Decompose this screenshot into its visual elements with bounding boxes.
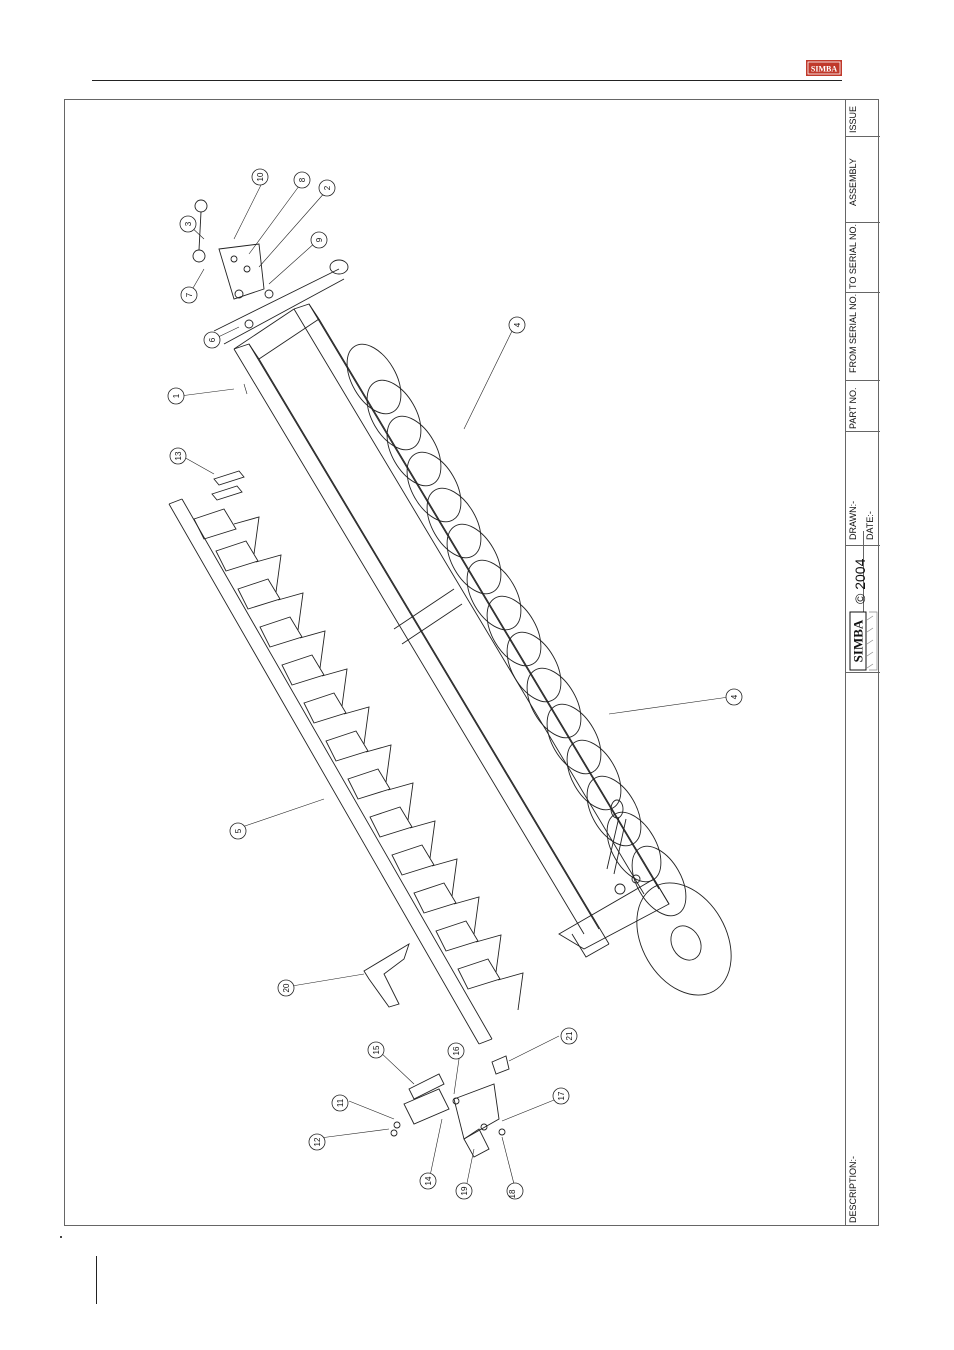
clamp-sub-assembly <box>391 1074 505 1157</box>
svg-text:4: 4 <box>513 322 522 327</box>
callout-3: 3 <box>180 216 196 232</box>
tb-divider <box>846 136 880 137</box>
callout-15: 15 <box>368 1042 384 1058</box>
callout-18: 18 <box>507 1183 523 1199</box>
drawn-label: DRAWN:- <box>848 501 858 540</box>
callout-2: 2 <box>319 180 335 196</box>
svg-text:13: 13 <box>174 451 183 460</box>
svg-text:7: 7 <box>185 292 194 297</box>
svg-text:20: 20 <box>282 983 291 992</box>
svg-text:5: 5 <box>234 828 243 833</box>
tine-bar <box>169 499 523 1044</box>
copyright-text: © 2004 <box>852 559 868 604</box>
svg-text:19: 19 <box>460 1186 469 1195</box>
callout-13: 13 <box>170 448 186 464</box>
svg-text:21: 21 <box>565 1031 574 1040</box>
plate-part-13 <box>212 471 244 500</box>
callout-20: 20 <box>278 980 294 996</box>
svg-text:2: 2 <box>323 185 332 190</box>
svg-text:17: 17 <box>557 1091 566 1100</box>
callout-6: 6 <box>204 332 220 348</box>
from-serial-label: FROM SERIAL NO. <box>848 294 858 373</box>
header-rule <box>92 80 842 81</box>
svg-text:14: 14 <box>424 1176 433 1185</box>
brand-logo-text: SIMBA <box>811 65 837 74</box>
svg-text:4: 4 <box>730 694 739 699</box>
issue-label: ISSUE <box>848 106 858 133</box>
assembly-label: ASSEMBLY <box>848 158 858 206</box>
tb-divider <box>846 222 880 223</box>
callout-10: 10 <box>252 169 268 185</box>
callout-1: 1 <box>168 388 184 404</box>
svg-text:3: 3 <box>184 221 193 226</box>
svg-text:1: 1 <box>172 393 181 398</box>
callout-14: 14 <box>420 1173 436 1189</box>
description-label: DESCRIPTION:- <box>848 1156 858 1223</box>
svg-text:8: 8 <box>298 177 307 182</box>
part-no-label: PART NO. <box>848 387 858 429</box>
svg-text:9: 9 <box>315 237 324 242</box>
simba-logo-icon: SIMBA <box>806 58 842 78</box>
callout-4-bottom: 4 <box>726 689 742 705</box>
date-label: DATE:- <box>865 511 875 540</box>
svg-text:18: 18 <box>508 1189 517 1198</box>
callout-group: 3 7 6 10 8 2 9 1 4 4 13 5 20 21 15 16 11… <box>168 169 742 1199</box>
svg-text:16: 16 <box>452 1046 461 1055</box>
exploded-assembly-drawing: 3 7 6 10 8 2 9 1 4 4 13 5 20 21 15 16 11… <box>64 99 845 1226</box>
tb-divider <box>846 672 880 673</box>
callout-5: 5 <box>230 823 246 839</box>
callout-7: 7 <box>181 287 197 303</box>
tb-divider <box>846 431 880 432</box>
stray-mark <box>60 1236 62 1238</box>
tb-divider <box>846 545 880 546</box>
callout-4-top: 4 <box>509 317 525 333</box>
end-cap-part-21 <box>492 1056 509 1074</box>
tb-divider <box>846 380 880 381</box>
svg-text:10: 10 <box>256 172 265 181</box>
tine-part-20 <box>364 944 409 1007</box>
callout-21: 21 <box>561 1028 577 1044</box>
callout-8: 8 <box>294 172 310 188</box>
callout-19: 19 <box>456 1183 472 1199</box>
callout-17: 17 <box>553 1088 569 1104</box>
simba-title-logo-icon: SIMBA <box>849 610 879 672</box>
svg-text:15: 15 <box>372 1045 381 1054</box>
footer-rule <box>96 1256 97 1304</box>
svg-text:12: 12 <box>313 1137 322 1146</box>
main-frame-beam <box>234 304 669 957</box>
hitch-assembly <box>193 200 348 344</box>
callout-9: 9 <box>311 232 327 248</box>
callout-11: 11 <box>332 1095 348 1111</box>
disc-row <box>336 335 750 1012</box>
to-serial-label: TO SERIAL NO. <box>848 224 858 289</box>
callout-12: 12 <box>309 1134 325 1150</box>
svg-text:11: 11 <box>336 1098 345 1107</box>
title-logo-text: SIMBA <box>851 619 866 662</box>
svg-text:6: 6 <box>208 337 217 342</box>
callout-16: 16 <box>448 1043 464 1059</box>
